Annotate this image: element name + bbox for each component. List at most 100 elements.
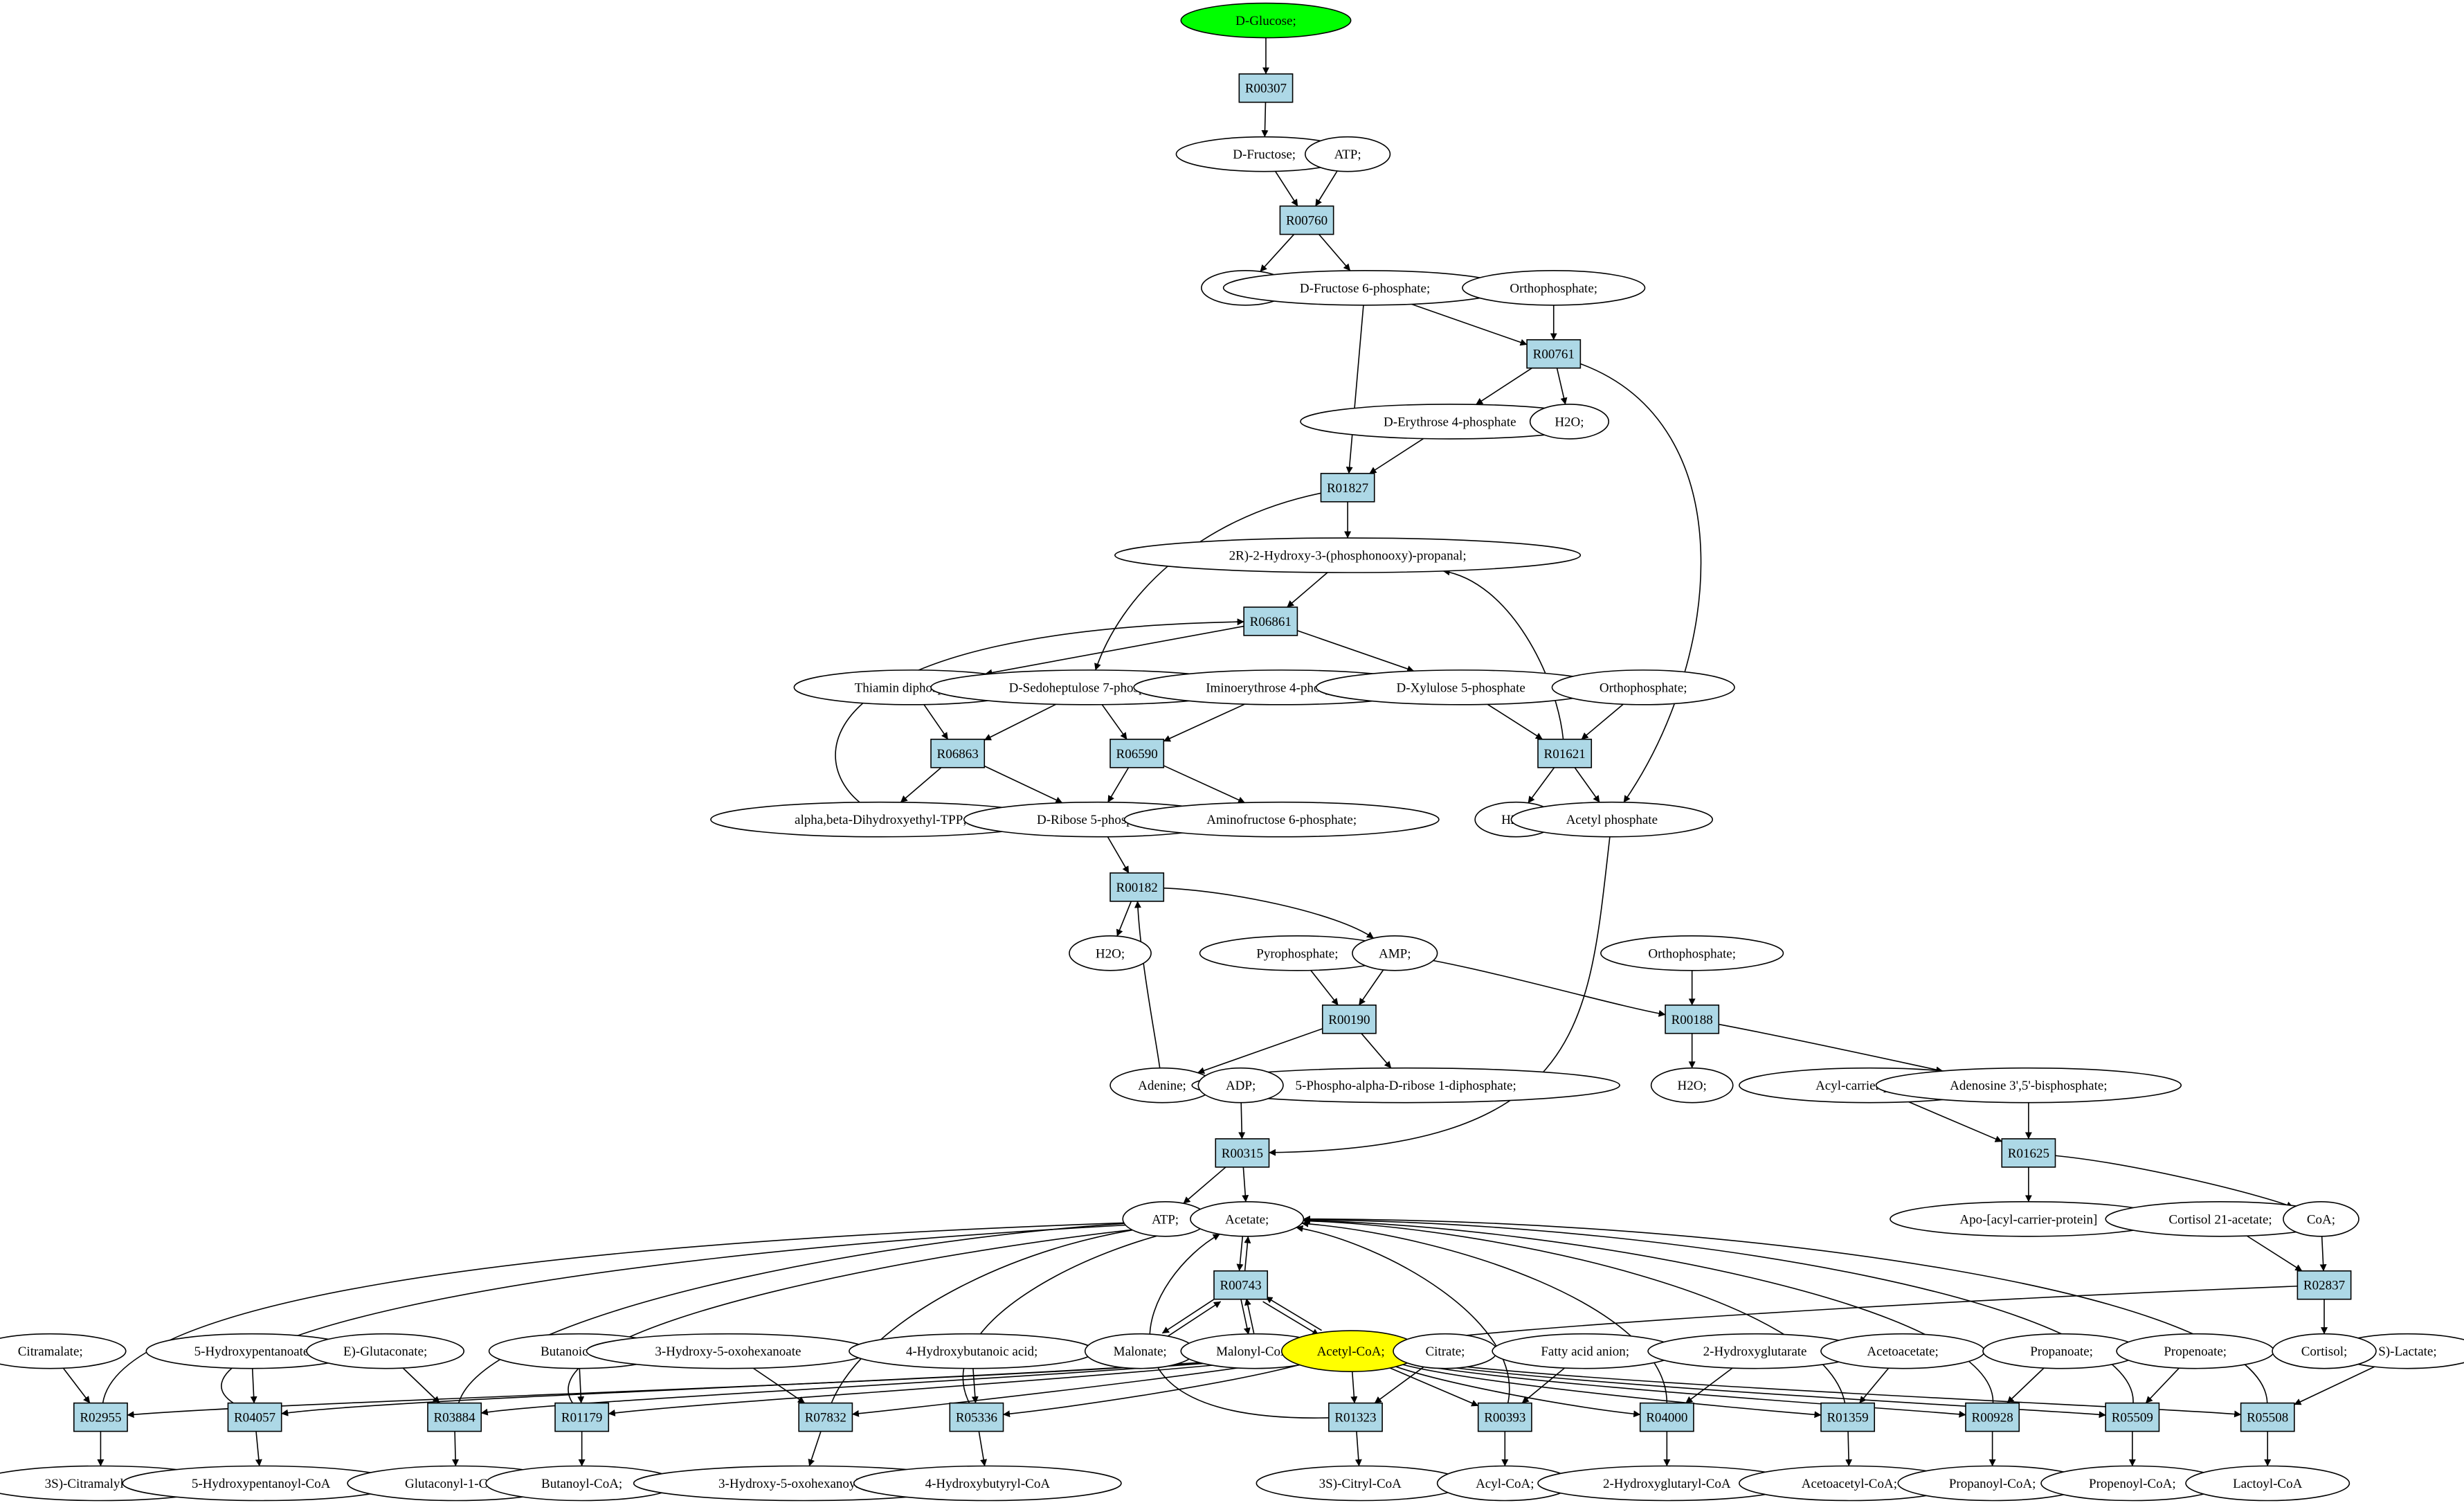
- node-hbut[interactable]: 4-Hydroxybutanoic acid;: [849, 1333, 1096, 1369]
- node-hbutcoa[interactable]: 4-Hydroxybutyryl-CoA: [853, 1465, 1122, 1502]
- node-acp[interactable]: Acetyl phosphate: [1510, 801, 1714, 838]
- node-R01359[interactable]: R01359: [1820, 1402, 1876, 1432]
- node-adtpp[interactable]: alpha,beta-Dihydroxyethyl-TPP;: [710, 801, 1051, 838]
- node-R00307[interactable]: R00307: [1238, 73, 1294, 103]
- node-R06590[interactable]: R06590: [1109, 739, 1165, 768]
- node-atp2[interactable]: ATP;: [1122, 1201, 1208, 1237]
- node-R05336[interactable]: R05336: [949, 1402, 1004, 1432]
- reaction-box: [73, 1402, 128, 1432]
- node-R06861[interactable]: R06861: [1243, 606, 1298, 636]
- node-R05508[interactable]: R05508: [2240, 1402, 2295, 1432]
- node-acacoa[interactable]: Acetoacetyl-CoA;: [1739, 1465, 1960, 1502]
- edge-e4p-to-R01827: [1369, 438, 1424, 474]
- node-label: Pyrophosphate;: [1256, 946, 1338, 961]
- node-fatty[interactable]: Fatty acid anion;: [1492, 1333, 1679, 1369]
- node-hpent[interactable]: 5-Hydroxypentanoate: [145, 1333, 358, 1369]
- node-label: ATP;: [1152, 1212, 1179, 1227]
- node-pap[interactable]: Adenosine 3',5'-bisphosphate;: [1875, 1067, 2182, 1104]
- compound-ellipse: [1069, 935, 1152, 971]
- node-R01625[interactable]: R01625: [2001, 1138, 2056, 1168]
- node-R00743[interactable]: R00743: [1213, 1270, 1269, 1300]
- node-cortisol[interactable]: Cortisol;: [2272, 1333, 2377, 1369]
- node-coa[interactable]: CoA;: [2283, 1201, 2359, 1237]
- node-h2o3[interactable]: H2O;: [1069, 935, 1152, 971]
- node-pi3[interactable]: Orthophosphate;: [1600, 935, 1784, 971]
- node-label: R01827: [1327, 481, 1368, 496]
- node-citrylcoa[interactable]: 3S)-Citryl-CoA: [1256, 1465, 1465, 1502]
- node-R01827[interactable]: R01827: [1320, 473, 1375, 503]
- node-h2o1[interactable]: H2O;: [1529, 404, 1610, 440]
- node-R05509[interactable]: R05509: [2105, 1402, 2160, 1432]
- reaction-box: [427, 1402, 482, 1432]
- edge-adp2-to-R00315: [1238, 1102, 1246, 1140]
- node-label: H2O;: [1555, 415, 1584, 429]
- node-propcoa[interactable]: Propanoyl-CoA;: [1897, 1465, 2087, 1502]
- node-ga3p[interactable]: 2R)-2-Hydroxy-3-(phosphonooxy)-propanal;: [1114, 537, 1582, 573]
- node-R00315[interactable]: R00315: [1215, 1138, 1270, 1168]
- node-acetate[interactable]: Acetate;: [1190, 1201, 1305, 1237]
- node-R00928[interactable]: R00928: [1965, 1402, 2020, 1432]
- node-atp1[interactable]: ATP;: [1304, 136, 1391, 172]
- node-lactoylcoa[interactable]: Lactoyl-CoA: [2185, 1465, 2350, 1502]
- node-label: Acetyl-CoA;: [1317, 1344, 1385, 1359]
- node-R04000[interactable]: R04000: [1639, 1402, 1694, 1432]
- edge-R01323-to-citrylcoa: [1355, 1431, 1362, 1467]
- node-R00188[interactable]: R00188: [1665, 1005, 1720, 1034]
- node-R00761[interactable]: R00761: [1526, 339, 1582, 369]
- node-R00182[interactable]: R00182: [1109, 872, 1165, 902]
- node-glutac[interactable]: E)-Glutaconate;: [306, 1333, 465, 1369]
- node-R03884[interactable]: R03884: [427, 1402, 482, 1432]
- edge-R01827-to-s7p: [1094, 492, 1321, 671]
- node-e4p[interactable]: D-Erythrose 4-phosphate: [1300, 404, 1600, 440]
- edge-accoa-to-R00928: [1407, 1362, 1966, 1418]
- node-R01179[interactable]: R01179: [554, 1402, 610, 1432]
- node-R04057[interactable]: R04057: [227, 1402, 282, 1432]
- node-amp[interactable]: AMP;: [1352, 935, 1438, 971]
- edge-hpent-to-R04057: [250, 1368, 257, 1404]
- node-R01621[interactable]: R01621: [1537, 739, 1593, 768]
- node-apoacp[interactable]: Apo-[acyl-carrier-protein]: [1890, 1201, 2168, 1237]
- node-f6p[interactable]: D-Fructose 6-phosphate;: [1222, 269, 1507, 306]
- node-pi1[interactable]: Orthophosphate;: [1462, 269, 1646, 306]
- node-R02837[interactable]: R02837: [2297, 1270, 2352, 1300]
- node-hoxohex[interactable]: 3-Hydroxy-5-oxohexanoate: [586, 1333, 871, 1369]
- node-h2o4[interactable]: H2O;: [1650, 1067, 1734, 1104]
- node-cortac[interactable]: Cortisol 21-acetate;: [2105, 1201, 2336, 1237]
- node-hglut[interactable]: 2-Hydroxyglutarate: [1647, 1333, 1863, 1369]
- node-butcoa[interactable]: Butanoyl-CoA;: [485, 1465, 679, 1502]
- node-R00760[interactable]: R00760: [1279, 205, 1334, 235]
- node-label: Adenosine 3',5'-bisphosphate;: [1950, 1079, 2107, 1093]
- node-ppi[interactable]: Pyrophosphate;: [1199, 935, 1396, 971]
- node-pi2[interactable]: Orthophosphate;: [1551, 669, 1735, 705]
- node-propenoylcoa[interactable]: Propenoyl-CoA;: [2040, 1465, 2225, 1502]
- edge-accoa-to-R05508: [1412, 1360, 2242, 1418]
- edge-R05336-to-acetate: [962, 1225, 1197, 1403]
- node-acetoacetate[interactable]: Acetoacetate;: [1820, 1333, 1986, 1369]
- node-label: R00743: [1220, 1279, 1262, 1293]
- node-propenoate[interactable]: Propenoate;: [2116, 1333, 2275, 1369]
- node-label: AMP;: [1379, 946, 1411, 961]
- node-malonate[interactable]: Malonate;: [1084, 1333, 1196, 1369]
- node-R01323[interactable]: R01323: [1328, 1402, 1383, 1432]
- node-label: R00190: [1328, 1013, 1370, 1027]
- node-glc[interactable]: D-Glucose;: [1180, 2, 1352, 39]
- node-citrate[interactable]: Citrate;: [1393, 1333, 1498, 1369]
- node-adp2[interactable]: ADP;: [1197, 1067, 1284, 1104]
- node-R00190[interactable]: R00190: [1321, 1005, 1377, 1034]
- node-amf6p[interactable]: Aminofructose 6-phosphate;: [1123, 801, 1440, 838]
- node-accoa[interactable]: Acetyl-CoA;: [1280, 1330, 1421, 1372]
- edge-f6p-to-R00761: [1411, 303, 1528, 346]
- node-R02955[interactable]: R02955: [73, 1402, 128, 1432]
- node-citramalate[interactable]: Citramalate;: [0, 1333, 127, 1369]
- node-R00393[interactable]: R00393: [1477, 1402, 1532, 1432]
- node-prpp[interactable]: 5-Phospho-alpha-D-ribose 1-diphosphate;: [1191, 1067, 1620, 1104]
- node-hpentcoa[interactable]: 5-Hydroxypentanoyl-CoA: [122, 1465, 400, 1502]
- node-adenine[interactable]: Adenine;: [1109, 1067, 1215, 1104]
- node-R07832[interactable]: R07832: [798, 1402, 853, 1432]
- compound-ellipse: [1510, 801, 1714, 838]
- node-R06863[interactable]: R06863: [930, 739, 986, 768]
- edge-R03884-to-acetate: [458, 1217, 1191, 1403]
- node-x5p[interactable]: D-Xylulose 5-phosphate: [1315, 669, 1606, 705]
- node-label: Adenine;: [1138, 1079, 1186, 1093]
- node-hglutcoa[interactable]: 2-Hydroxyglutaryl-CoA: [1537, 1465, 1797, 1502]
